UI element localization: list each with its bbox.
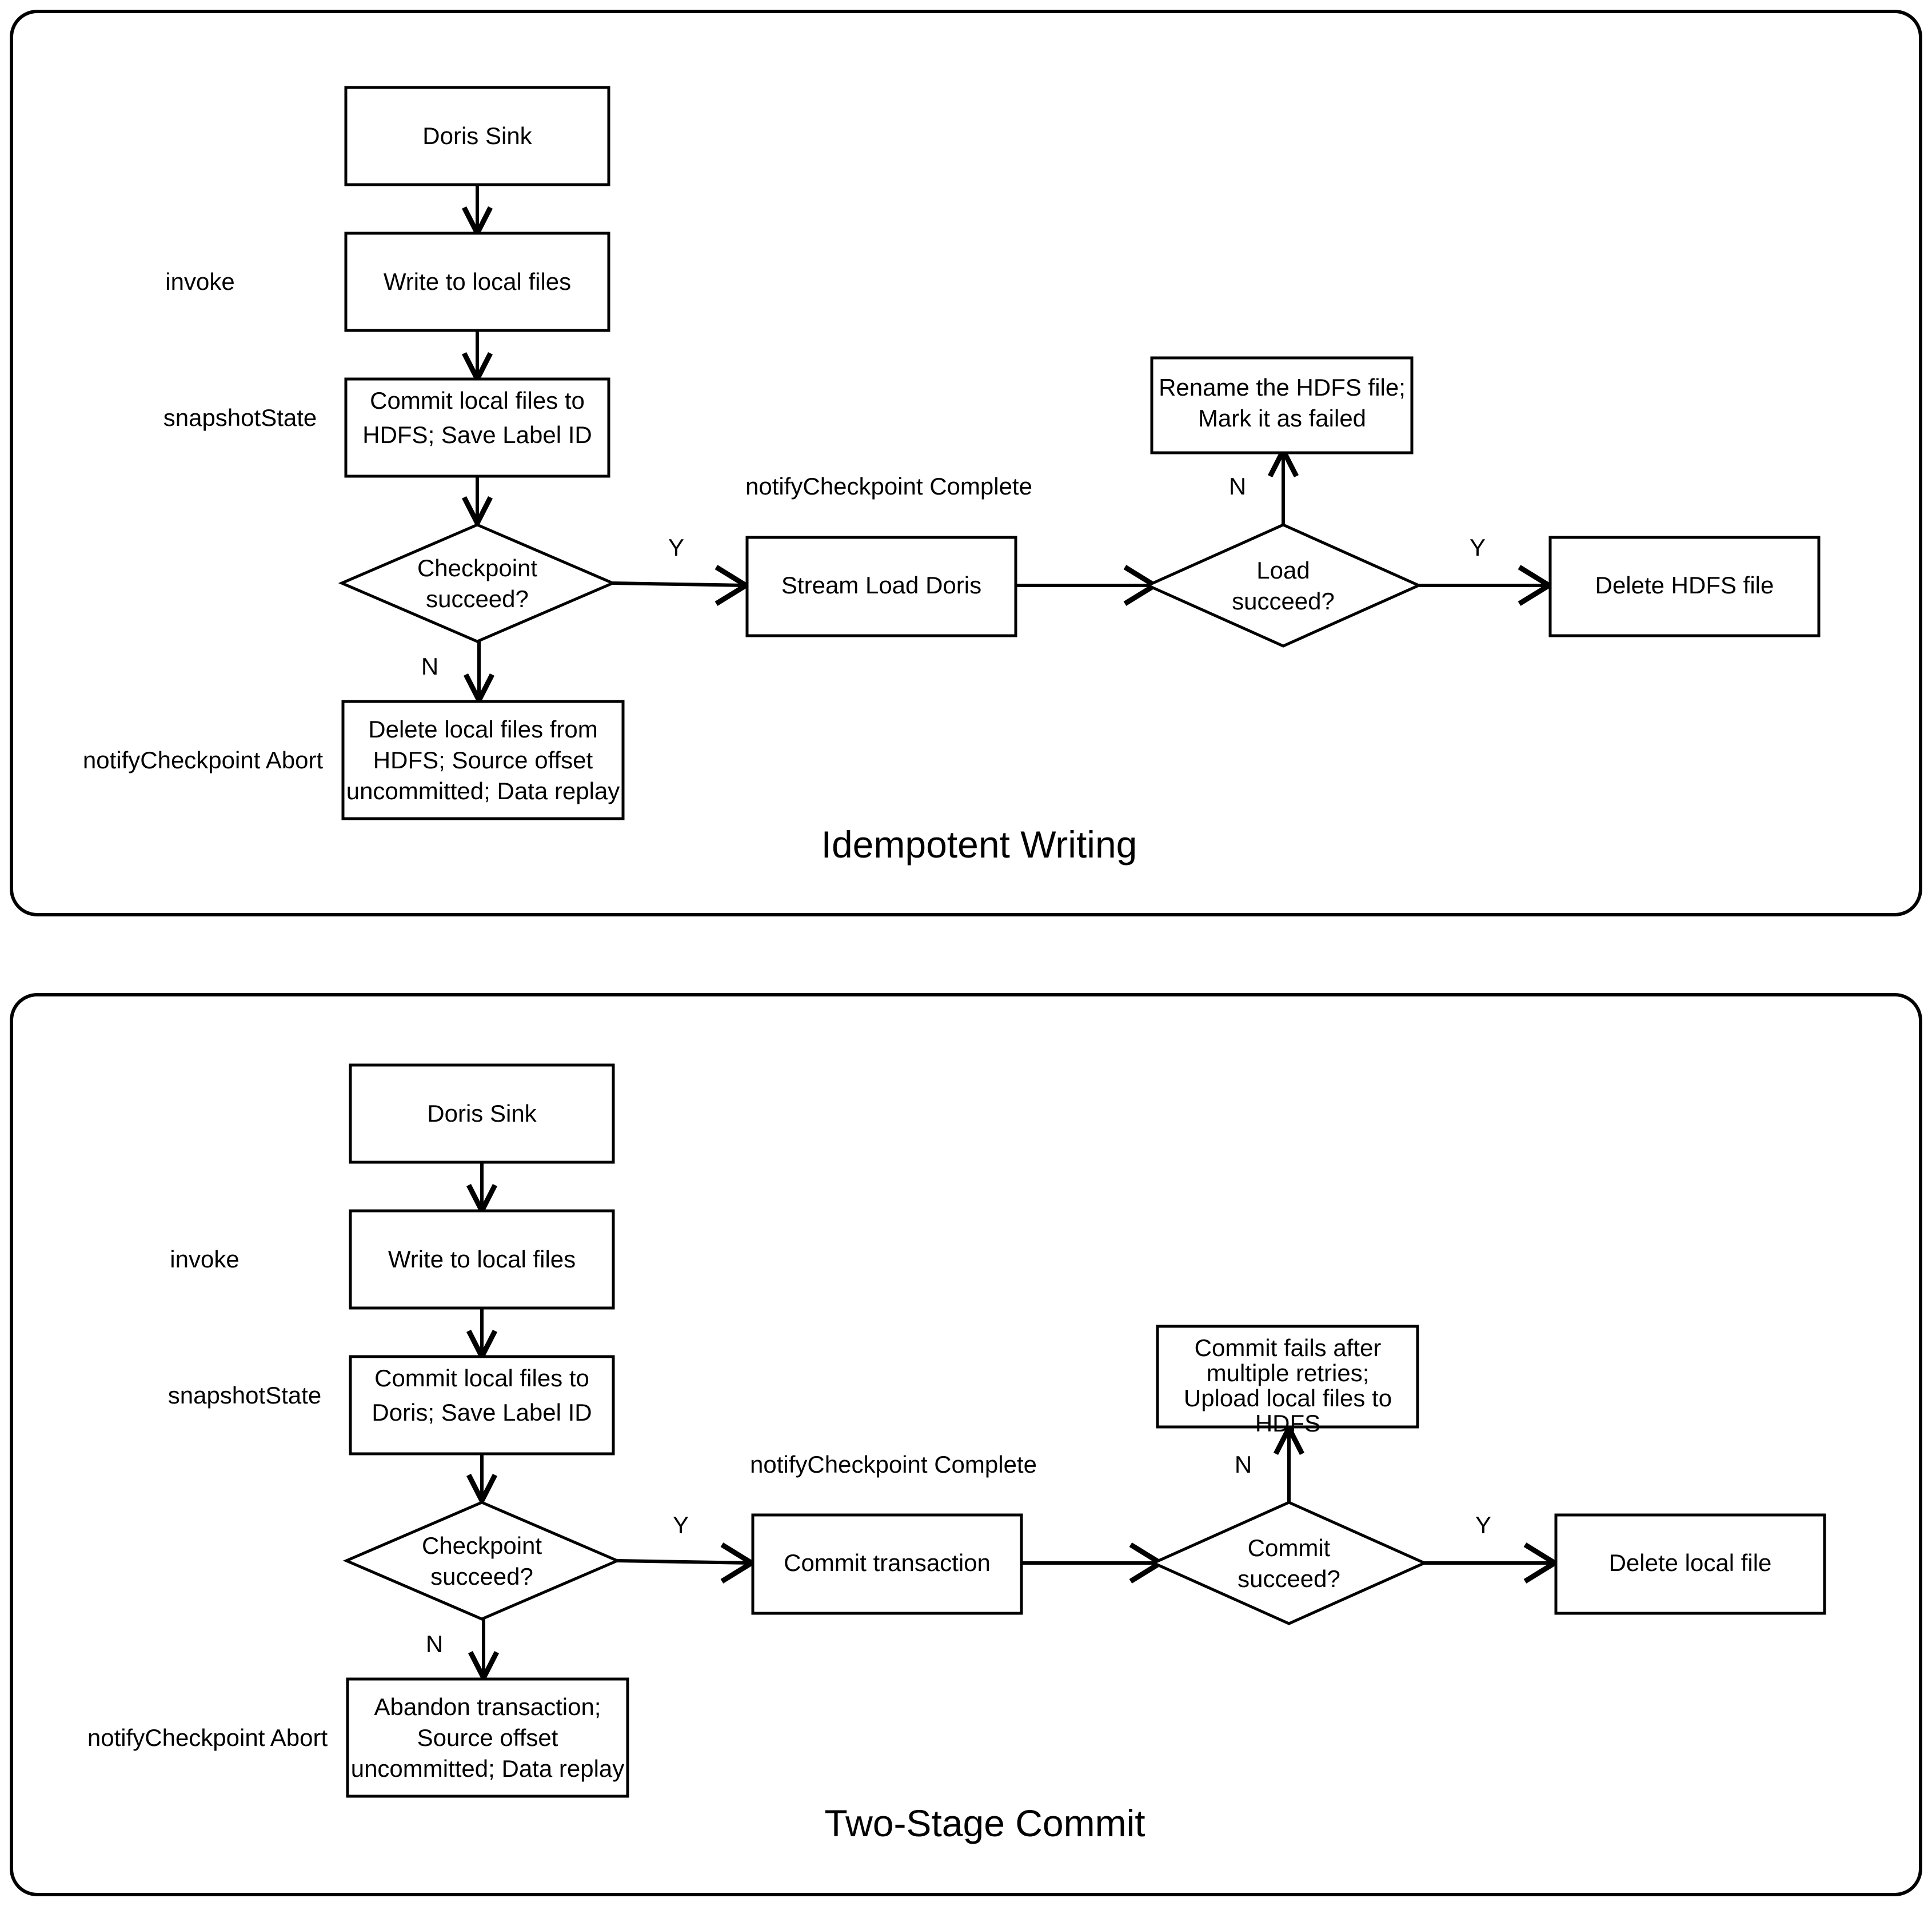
node-label-stream-load-doris: Stream Load Doris (781, 572, 981, 599)
node-box-doris-sink-2 (349, 1063, 615, 1164)
lifecycle-label-snapshot-state: snapshotState (163, 404, 317, 431)
panel-title-two-stage-commit: Two-Stage Commit (824, 1802, 1145, 1844)
node-commit-fails: Commit fails after multiple retries; Upl… (1156, 1325, 1419, 1437)
node-doris-sink: Doris Sink (344, 86, 610, 186)
node-label-commit-local-files-line2: HDFS; Save Label ID (362, 421, 592, 448)
lifecycle-label-notify-checkpoint-abort: notifyCheckpoint Abort (83, 747, 324, 773)
lifecycle-label-invoke-2: invoke (170, 1246, 239, 1273)
node-box-doris-sink (344, 86, 610, 186)
node-doris-sink-2: Doris Sink (349, 1063, 615, 1164)
node-label-delete-local-files-line2: HDFS; Source offset (373, 747, 593, 773)
branch-label-load-no: N (1229, 473, 1246, 500)
node-box-commit-fails (1156, 1325, 1419, 1429)
panel-idempotent-writing: Doris Sink Write to local files invoke (10, 10, 1922, 916)
lifecycle-label-notify-checkpoint-complete-2: notifyCheckpoint Complete (750, 1451, 1037, 1478)
lifecycle-label-invoke: invoke (165, 268, 234, 295)
branch-label-checkpoint-no: N (421, 653, 438, 680)
panel-border-idempotent-writing (10, 10, 1922, 916)
node-label-commit-local-files-2-line1: Commit local files to (374, 1365, 589, 1391)
node-abandon-transaction: Abandon transaction; Source offset uncom… (346, 1677, 629, 1798)
node-label-commit-succeed-line2: succeed? (1238, 1565, 1340, 1592)
node-box-delete-local-file (1554, 1513, 1826, 1615)
node-box-commit-local-files-2 (349, 1355, 615, 1456)
node-box-abandon-transaction (346, 1677, 629, 1798)
node-box-write-to-local-files (344, 232, 610, 332)
node-delete-hdfs-file: Delete HDFS file (1548, 536, 1821, 637)
node-checkpoint-succeed: Checkpoint succeed? (338, 523, 617, 643)
node-shape-load-succeed (1144, 523, 1423, 648)
node-label-commit-local-files-2-line2: Doris; Save Label ID (372, 1399, 592, 1426)
branch-label-commit-yes: Y (1475, 1512, 1491, 1538)
node-commit-local-files: Commit local files to HDFS; Save Label I… (344, 377, 610, 478)
node-box-commit-local-files (344, 377, 610, 478)
node-commit-transaction: Commit transaction (751, 1513, 1023, 1615)
node-label-rename-hdfs-file-line2: Mark it as failed (1198, 405, 1366, 432)
node-label-commit-fails-line1: Commit fails after (1195, 1334, 1382, 1361)
node-label-rename-hdfs-file-line1: Rename the HDFS file; (1159, 374, 1406, 401)
node-label-load-succeed-line2: succeed? (1232, 588, 1335, 615)
node-box-write-to-local-files-2 (349, 1209, 615, 1310)
lifecycle-label-snapshot-state-2: snapshotState (168, 1382, 322, 1409)
panel-two-stage-commit: Doris Sink Write to local files invoke C… (10, 993, 1922, 1896)
node-label-load-succeed-line1: Load (1256, 557, 1310, 584)
node-label-abandon-transaction-line3: uncommitted; Data replay (351, 1755, 625, 1782)
node-label-doris-sink-2: Doris Sink (427, 1100, 537, 1127)
node-label-commit-fails-line4: HDFS (1255, 1410, 1320, 1437)
lifecycle-label-notify-checkpoint-abort-2: notifyCheckpoint Abort (87, 1724, 328, 1751)
node-delete-local-files: Delete local files from HDFS; Source off… (341, 700, 625, 820)
edge-commit-local-files-to-checkpoint-succeed-2 (466, 1454, 498, 1506)
branch-label-commit-no: N (1235, 1451, 1252, 1478)
node-label-commit-transaction: Commit transaction (784, 1549, 991, 1576)
node-write-to-local-files: Write to local files (344, 232, 610, 332)
node-load-succeed: Load succeed? (1144, 523, 1423, 648)
edge-commit-local-files-to-checkpoint-succeed (461, 476, 493, 529)
node-label-checkpoint-succeed-line1: Checkpoint (417, 555, 537, 581)
branch-label-load-yes: Y (1470, 534, 1486, 561)
node-rename-hdfs-file: Rename the HDFS file; Mark it as failed (1150, 356, 1414, 454)
node-box-delete-local-files (341, 700, 625, 820)
node-commit-local-files-2: Commit local files to Doris; Save Label … (349, 1355, 615, 1456)
node-checkpoint-succeed-2: Checkpoint succeed? (342, 1501, 621, 1621)
node-label-delete-local-file: Delete local file (1609, 1549, 1772, 1576)
node-label-commit-fails-line3: Upload local files to (1184, 1385, 1392, 1411)
node-label-write-to-local-files-2: Write to local files (388, 1246, 576, 1273)
node-label-delete-local-files-line1: Delete local files from (368, 716, 597, 743)
node-shape-commit-succeed (1149, 1501, 1428, 1625)
node-delete-local-file: Delete local file (1554, 1513, 1826, 1615)
node-box-delete-hdfs-file (1548, 536, 1821, 637)
node-write-to-local-files-2: Write to local files (349, 1209, 615, 1310)
node-commit-succeed: Commit succeed? (1149, 1501, 1428, 1625)
node-label-abandon-transaction-line1: Abandon transaction; (374, 1693, 601, 1720)
node-box-stream-load-doris (745, 536, 1017, 637)
node-label-doris-sink: Doris Sink (422, 122, 532, 149)
node-label-write-to-local-files: Write to local files (384, 268, 571, 295)
branch-label-checkpoint-yes: Y (668, 534, 684, 561)
node-label-delete-hdfs-file: Delete HDFS file (1595, 572, 1774, 599)
lifecycle-label-notify-checkpoint-complete: notifyCheckpoint Complete (745, 473, 1032, 500)
node-box-rename-hdfs-file (1150, 356, 1414, 454)
node-stream-load-doris: Stream Load Doris (745, 536, 1017, 637)
node-label-checkpoint-succeed-2-line1: Checkpoint (422, 1532, 542, 1559)
node-label-commit-fails-line2: multiple retries; (1207, 1359, 1370, 1386)
node-label-commit-local-files-line1: Commit local files to (370, 387, 585, 414)
branch-label-checkpoint-yes-2: Y (673, 1512, 689, 1538)
panel-border-two-stage-commit (10, 993, 1922, 1896)
node-label-commit-succeed-line1: Commit (1248, 1534, 1331, 1561)
node-label-checkpoint-succeed-2-line2: succeed? (430, 1563, 533, 1590)
node-label-checkpoint-succeed-line2: succeed? (426, 585, 529, 612)
panel-title-idempotent-writing: Idempotent Writing (821, 823, 1137, 866)
node-label-abandon-transaction-line2: Source offset (417, 1724, 558, 1751)
node-label-delete-local-files-line3: uncommitted; Data replay (346, 777, 620, 804)
branch-label-checkpoint-no-2: N (426, 1630, 443, 1657)
